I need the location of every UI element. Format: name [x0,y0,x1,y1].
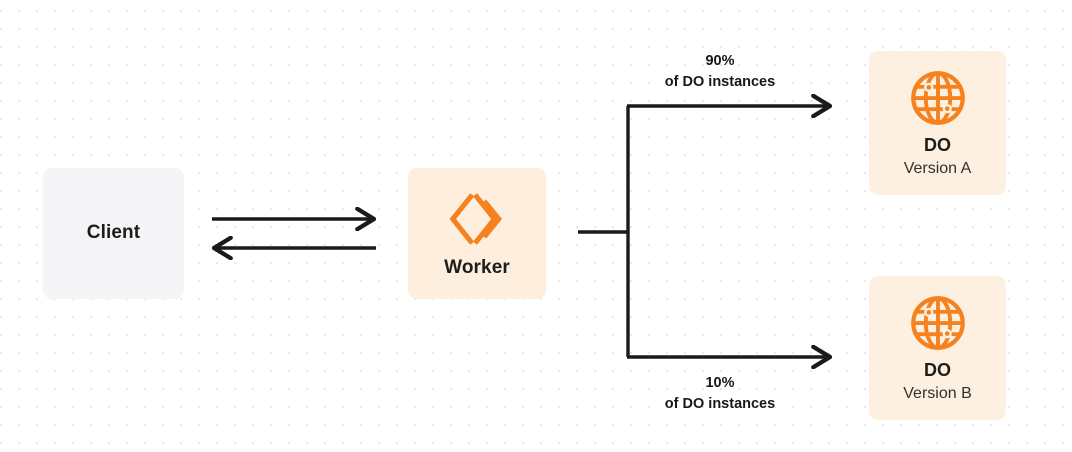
edge-label-do-b: 10% of DO instances [625,373,815,415]
node-do-b-sublabel: Version B [903,385,972,403]
edge-label-do-a-percent: 90% [705,53,735,69]
edge-label-do-b-percent: 10% [705,375,735,391]
node-do-a-sublabel: Version A [903,160,972,178]
node-do-version-b: DO Version B [869,276,1006,420]
edge-worker-branch [578,106,630,357]
edge-label-do-a: 90% of DO instances [625,51,815,93]
globe-icon [907,292,969,354]
edge-label-do-a-description: of DO instances [664,74,776,91]
node-worker-label: Worker [444,257,510,279]
node-client: Client [43,168,184,299]
node-do-version-a: DO Version A [869,51,1006,195]
node-worker: Worker [408,168,546,299]
node-do-a-label: DO [924,135,951,156]
node-client-label: Client [86,222,141,244]
edge-label-do-b-description: of DO instances [664,396,776,413]
globe-icon [907,67,969,129]
node-do-b-label: DO [924,360,951,381]
cloudflare-workers-icon [446,188,508,250]
